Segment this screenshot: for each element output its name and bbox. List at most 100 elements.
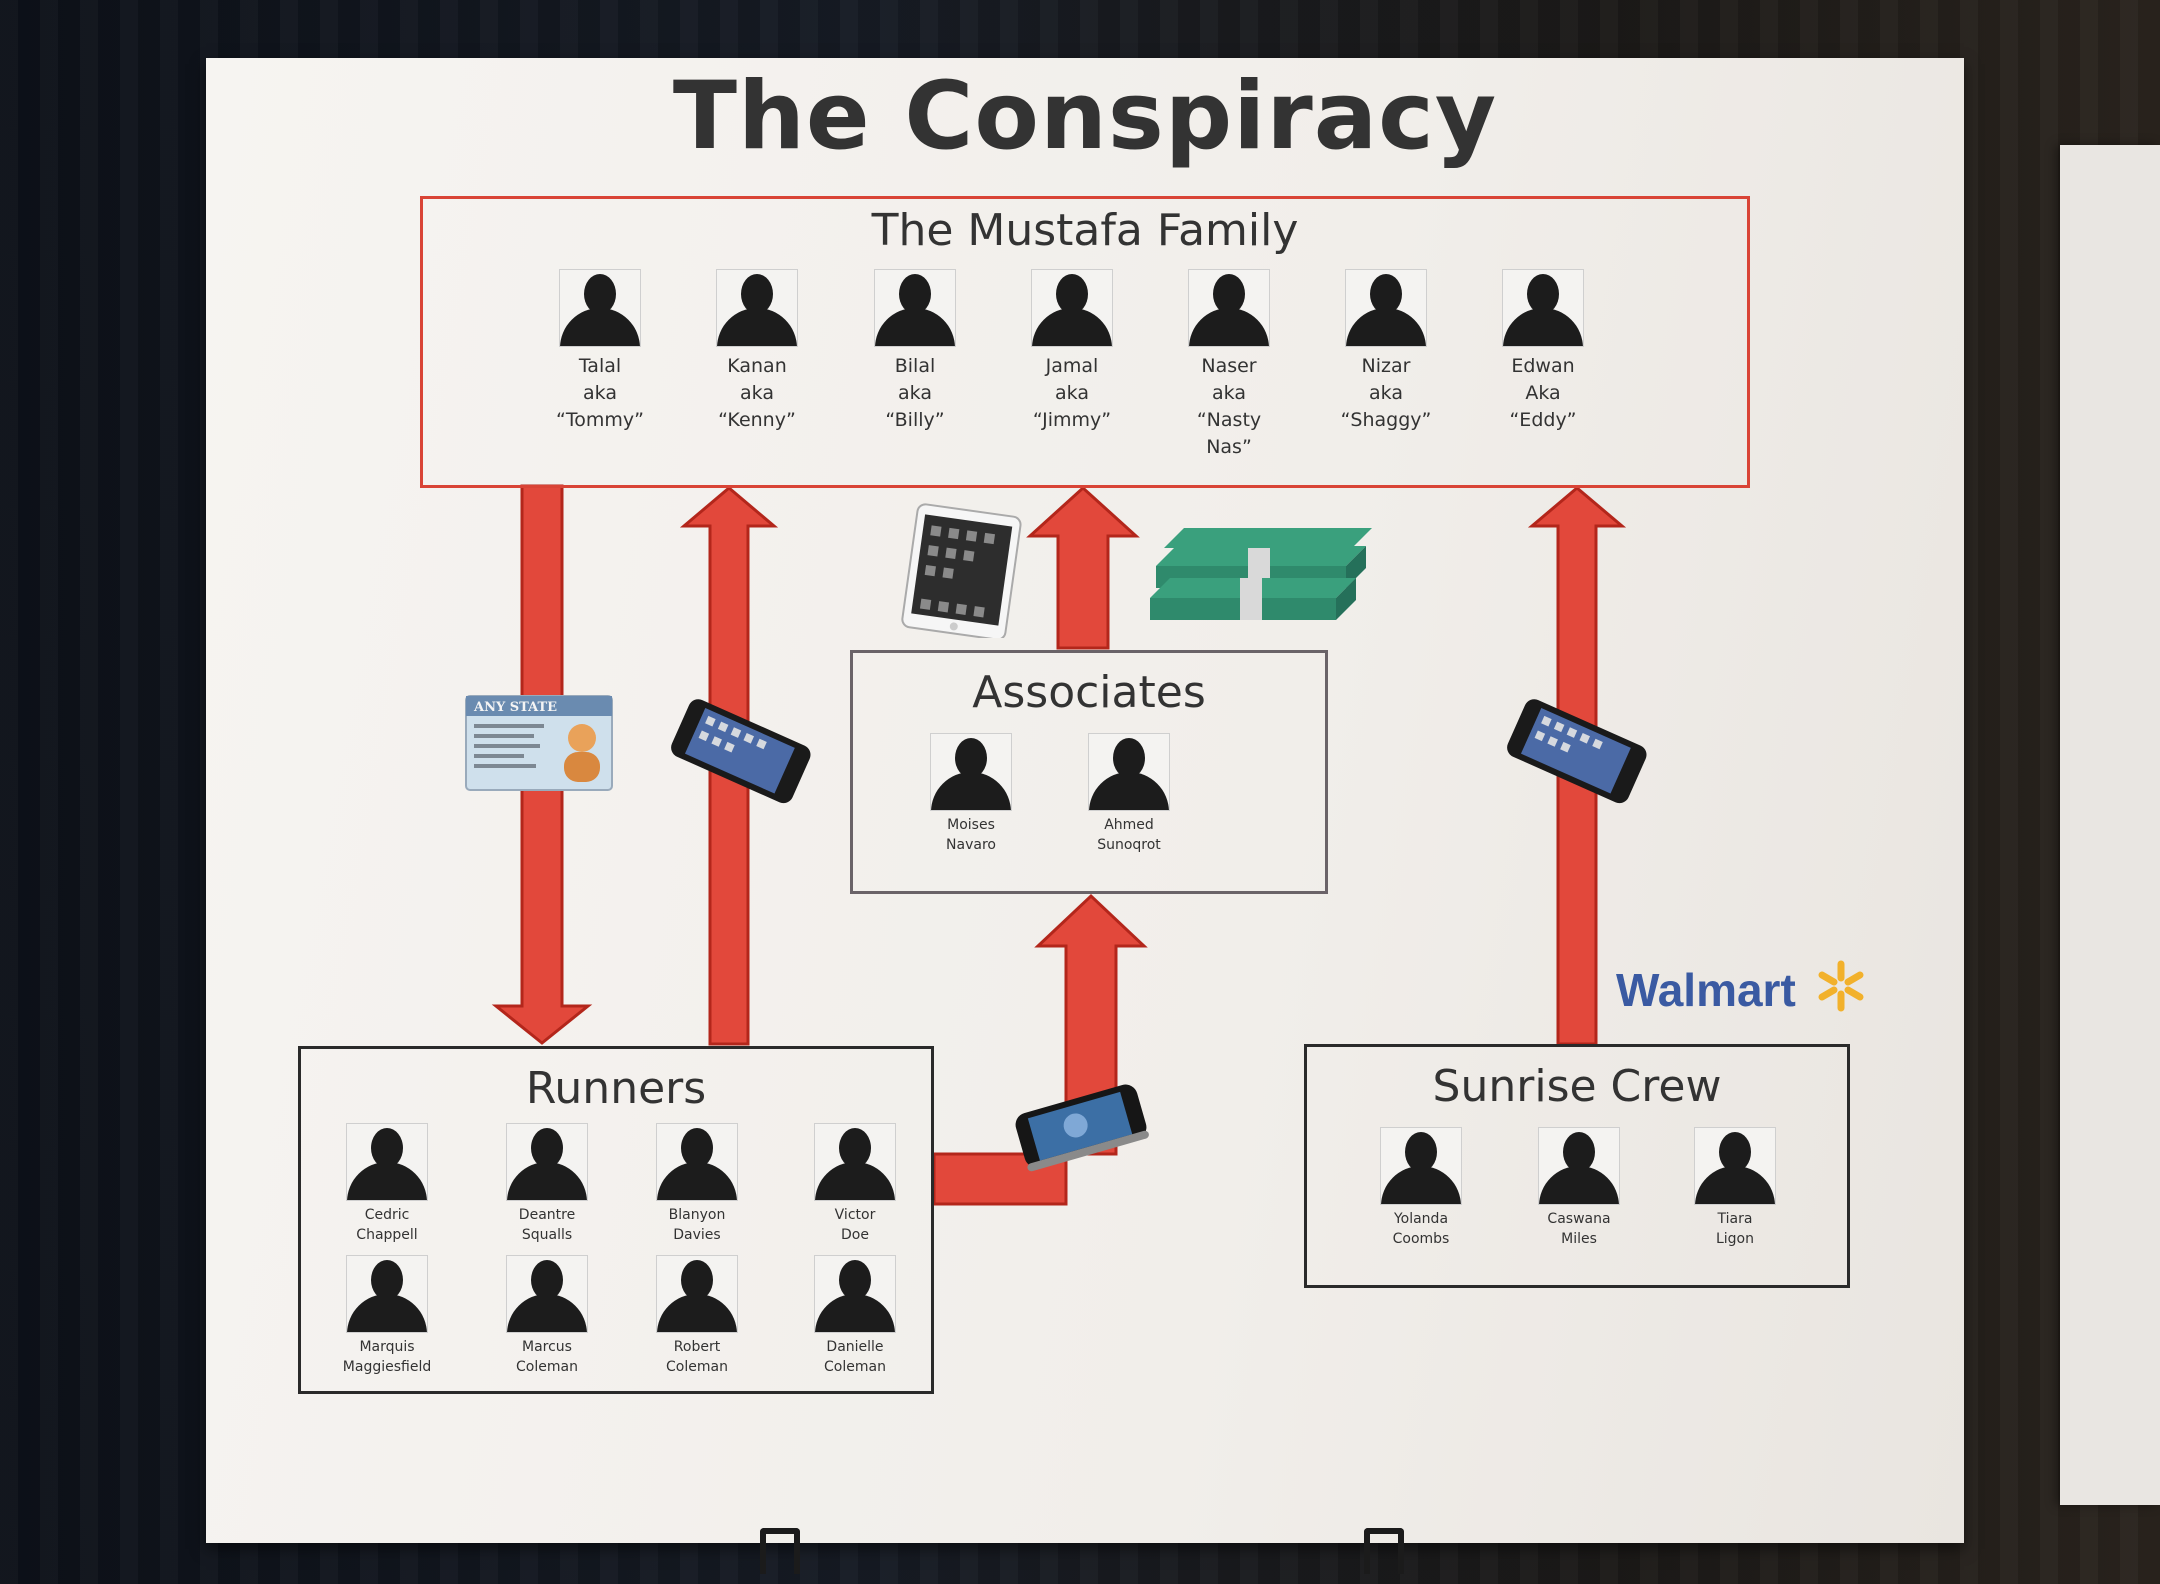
person-name-line: Moises xyxy=(947,817,995,833)
person-name-line: Blanyon xyxy=(668,1207,726,1223)
person-name-line: Squalls xyxy=(521,1227,573,1243)
person-name-line: Victor xyxy=(834,1207,876,1223)
sunrise-crew-title: Sunrise Crew xyxy=(1432,1061,1722,1112)
conspiracy-board: The Conspiracy The Mustafa Family Talal a… xyxy=(206,58,1964,1543)
phone-icon xyxy=(1507,699,1647,804)
silhouette-icon xyxy=(1502,269,1584,347)
person-name-line: Coombs xyxy=(1392,1231,1450,1247)
person-name-line: Tiara xyxy=(1717,1211,1753,1227)
person-name-line: Talal xyxy=(578,355,622,377)
silhouette-icon xyxy=(1694,1127,1776,1205)
person-name-line: Aka xyxy=(1525,382,1561,404)
person-name-line: Cedric xyxy=(364,1207,410,1223)
arrow-associates-to-mustafa xyxy=(1026,485,1140,650)
silhouette-icon xyxy=(814,1255,896,1333)
person-name-line: Maggiesfield xyxy=(342,1359,432,1375)
phone-icon xyxy=(671,699,811,804)
person-name-line: aka xyxy=(583,382,617,404)
id-card-state-text: ANY STATE xyxy=(473,700,557,715)
silhouette-icon xyxy=(716,269,798,347)
person-name-line: “Kenny” xyxy=(718,409,796,431)
person-name-line: Miles xyxy=(1561,1231,1597,1247)
person-name-line: Chappell xyxy=(356,1227,418,1243)
person-name-line: Edwan xyxy=(1511,355,1575,377)
person-name-line: Naser xyxy=(1201,355,1257,377)
runners-title: Runners xyxy=(525,1063,707,1114)
person-name-line: Davies xyxy=(673,1227,721,1243)
silhouette-icon xyxy=(656,1255,738,1333)
silhouette-icon xyxy=(346,1123,428,1201)
silhouette-icon xyxy=(1380,1127,1462,1205)
board-title: The Conspiracy xyxy=(672,62,1498,171)
silhouette-icon xyxy=(930,733,1012,811)
silhouette-icon xyxy=(1031,269,1113,347)
silhouette-icon xyxy=(506,1255,588,1333)
person-name-line: Doe xyxy=(841,1227,869,1243)
easel-clip xyxy=(1364,1528,1404,1574)
person-name-line: Marquis xyxy=(359,1339,415,1355)
person-name-line: aka xyxy=(1212,382,1246,404)
person-name-line: Nas” xyxy=(1206,436,1252,458)
person-name-line: Coleman xyxy=(516,1359,578,1375)
silhouette-icon xyxy=(656,1123,738,1201)
person-name-line: Nizar xyxy=(1361,355,1411,377)
person-name-line: Kanan xyxy=(727,355,787,377)
walmart-wordmark: Walmart xyxy=(1616,964,1796,1016)
walmart-logo: Walmart xyxy=(1616,958,1869,1017)
smartphone-icon xyxy=(1015,1084,1149,1172)
person-name-line: Navaro xyxy=(946,837,996,853)
mustafa-family-title: The Mustafa Family xyxy=(871,205,1299,256)
person-name: Talal aka “Tommy” xyxy=(540,353,660,434)
tablet-icon xyxy=(901,503,1022,638)
person-name-line: Bilal xyxy=(894,355,936,377)
person-name-line: Marcus xyxy=(522,1339,572,1355)
person-name-line: Jamal xyxy=(1045,355,1099,377)
person-name-line: Coleman xyxy=(666,1359,728,1375)
person-name-line: “Eddy” xyxy=(1509,409,1577,431)
associates-title: Associates xyxy=(972,667,1206,718)
person-name-line: “Tommy” xyxy=(556,409,644,431)
silhouette-icon xyxy=(346,1255,428,1333)
person-name-line: Ligon xyxy=(1715,1231,1754,1247)
person-name-line: Yolanda xyxy=(1393,1211,1449,1227)
person-name-line: “Shaggy” xyxy=(1340,409,1432,431)
person-card: Talal aka “Tommy” xyxy=(540,269,660,434)
person-name-line: Deantre xyxy=(518,1207,576,1223)
silhouette-icon xyxy=(1345,269,1427,347)
money-stack-icon xyxy=(1150,528,1372,620)
silhouette-icon xyxy=(814,1123,896,1201)
person-name-line: aka xyxy=(1055,382,1089,404)
person-name-line: “Nasty xyxy=(1196,409,1262,431)
